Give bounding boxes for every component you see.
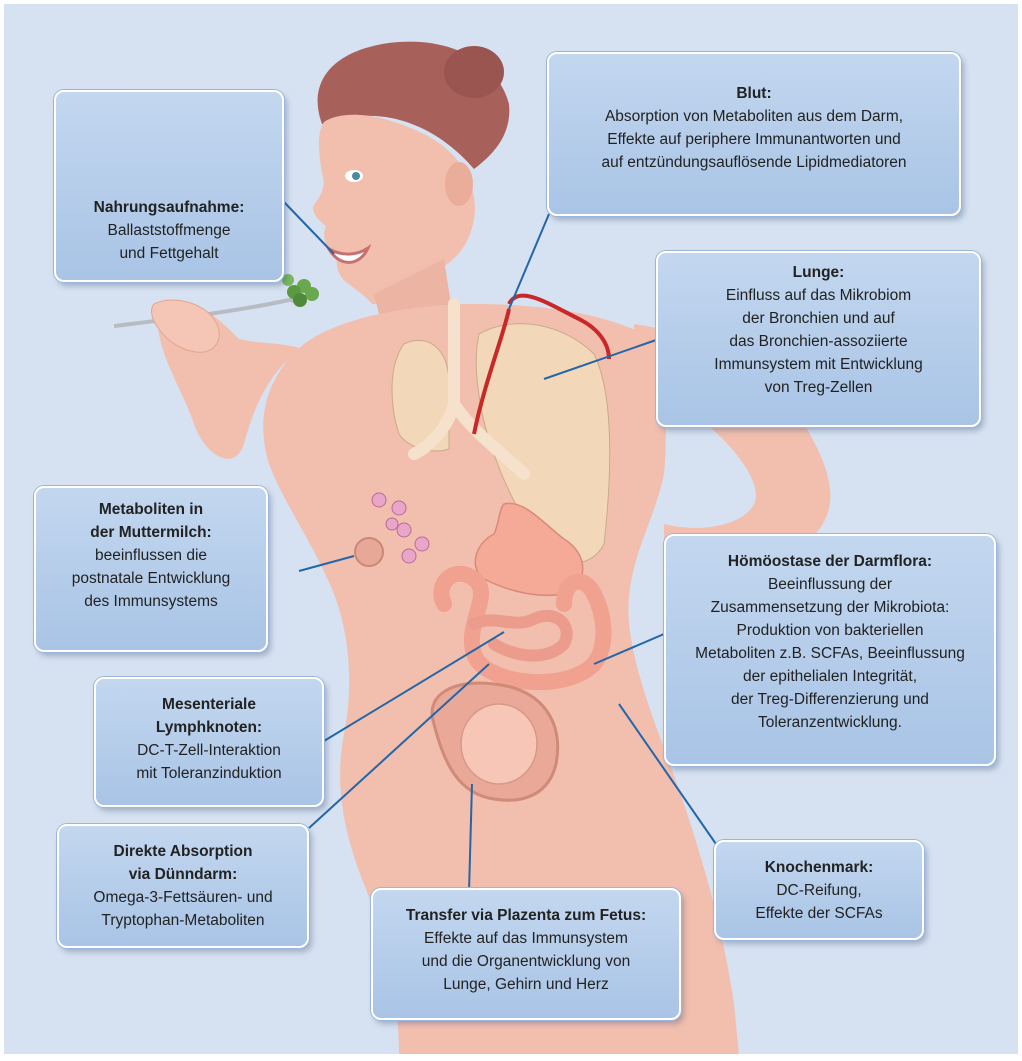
diagram-canvas: Nahrungsaufnahme: Ballaststoffmenge und … xyxy=(4,4,1018,1054)
box-lunge-line: das Bronchien-assoziierte xyxy=(668,330,969,353)
box-nahrungsaufnahme-line: und Fettgehalt xyxy=(66,242,272,265)
box-lunge-line: der Bronchien und auf xyxy=(668,307,969,330)
box-lunge: Lunge: Einfluss auf das Mikrobiom der Br… xyxy=(656,251,981,427)
box-muttermilch-line: beeinflussen die xyxy=(46,544,256,567)
box-plazenta: Transfer via Plazenta zum Fetus: Effekte… xyxy=(371,888,681,1020)
box-blut-line: auf entzündungsauflösende Lipidmediatore… xyxy=(559,151,949,174)
box-lymphknoten-line: mit Toleranzinduktion xyxy=(106,762,312,785)
box-darmflora: Hömöostase der Darmflora: Beeinflussung … xyxy=(664,534,996,766)
box-darmflora-title: Hömöostase der Darmflora: xyxy=(676,550,984,573)
box-blut-line: Effekte auf periphere Immunantworten und xyxy=(559,128,949,151)
box-duenndarm-title: Direkte Absorption xyxy=(69,840,297,863)
box-lymphknoten: Mesenteriale Lymphknoten: DC-T-Zell-Inte… xyxy=(94,677,324,807)
box-knochenmark-line: DC-Reifung, xyxy=(726,879,912,902)
box-duenndarm-line: Omega-3-Fettsäuren- und xyxy=(69,886,297,909)
box-darmflora-line: Produktion von bakteriellen xyxy=(676,619,984,642)
box-darmflora-line: der Treg-Differenzierung und xyxy=(676,688,984,711)
box-duenndarm-line: Tryptophan-Metaboliten xyxy=(69,909,297,932)
box-darmflora-line: Toleranzentwicklung. xyxy=(676,711,984,734)
box-lunge-line: von Treg-Zellen xyxy=(668,376,969,399)
box-muttermilch-title: Metaboliten in xyxy=(46,498,256,521)
box-muttermilch-line: postnatale Entwicklung xyxy=(46,567,256,590)
box-lunge-line: Einfluss auf das Mikrobiom xyxy=(668,284,969,307)
box-plazenta-title: Transfer via Plazenta zum Fetus: xyxy=(383,904,669,927)
box-lymphknoten-line: DC-T-Zell-Interaktion xyxy=(106,739,312,762)
box-duenndarm-title: via Dünndarm: xyxy=(69,863,297,886)
box-plazenta-line: Lunge, Gehirn und Herz xyxy=(383,973,669,996)
box-blut-title: Blut: xyxy=(559,82,949,105)
box-duenndarm: Direkte Absorption via Dünndarm: Omega-3… xyxy=(57,824,309,948)
box-nahrungsaufnahme-line: Ballaststoffmenge xyxy=(66,219,272,242)
box-blut-line: Absorption von Metaboliten aus dem Darm, xyxy=(559,105,949,128)
box-darmflora-line: Metaboliten z.B. SCFAs, Beeinflussung xyxy=(676,642,984,665)
ear xyxy=(445,162,473,206)
box-plazenta-line: und die Organentwicklung von xyxy=(383,950,669,973)
box-darmflora-line: der epithelialen Integrität, xyxy=(676,665,984,688)
box-lunge-line: Immunsystem mit Entwicklung xyxy=(668,353,969,376)
box-muttermilch-title: der Muttermilch: xyxy=(46,521,256,544)
mammary-gland xyxy=(355,538,383,566)
box-knochenmark-line: Effekte der SCFAs xyxy=(726,902,912,925)
box-darmflora-line: Zusammensetzung der Mikrobiota: xyxy=(676,596,984,619)
hair-bun xyxy=(444,46,504,98)
box-nahrungsaufnahme: Nahrungsaufnahme: Ballaststoffmenge und … xyxy=(54,90,284,282)
box-knochenmark: Knochenmark: DC-Reifung, Effekte der SCF… xyxy=(714,840,924,940)
box-plazenta-line: Effekte auf das Immunsystem xyxy=(383,927,669,950)
box-muttermilch-line: des Immunsystems xyxy=(46,590,256,613)
box-lunge-title: Lunge: xyxy=(668,261,969,284)
box-knochenmark-title: Knochenmark: xyxy=(726,856,912,879)
box-darmflora-line: Beeinflussung der xyxy=(676,573,984,596)
box-nahrungsaufnahme-title: Nahrungsaufnahme: xyxy=(66,196,272,219)
box-blut: Blut: Absorption von Metaboliten aus dem… xyxy=(547,52,961,216)
box-lymphknoten-title: Lymphknoten: xyxy=(106,716,312,739)
box-lymphknoten-title: Mesenteriale xyxy=(106,693,312,716)
fetus xyxy=(461,704,537,784)
box-muttermilch: Metaboliten in der Muttermilch: beeinflu… xyxy=(34,486,268,652)
eye-iris xyxy=(352,172,360,180)
